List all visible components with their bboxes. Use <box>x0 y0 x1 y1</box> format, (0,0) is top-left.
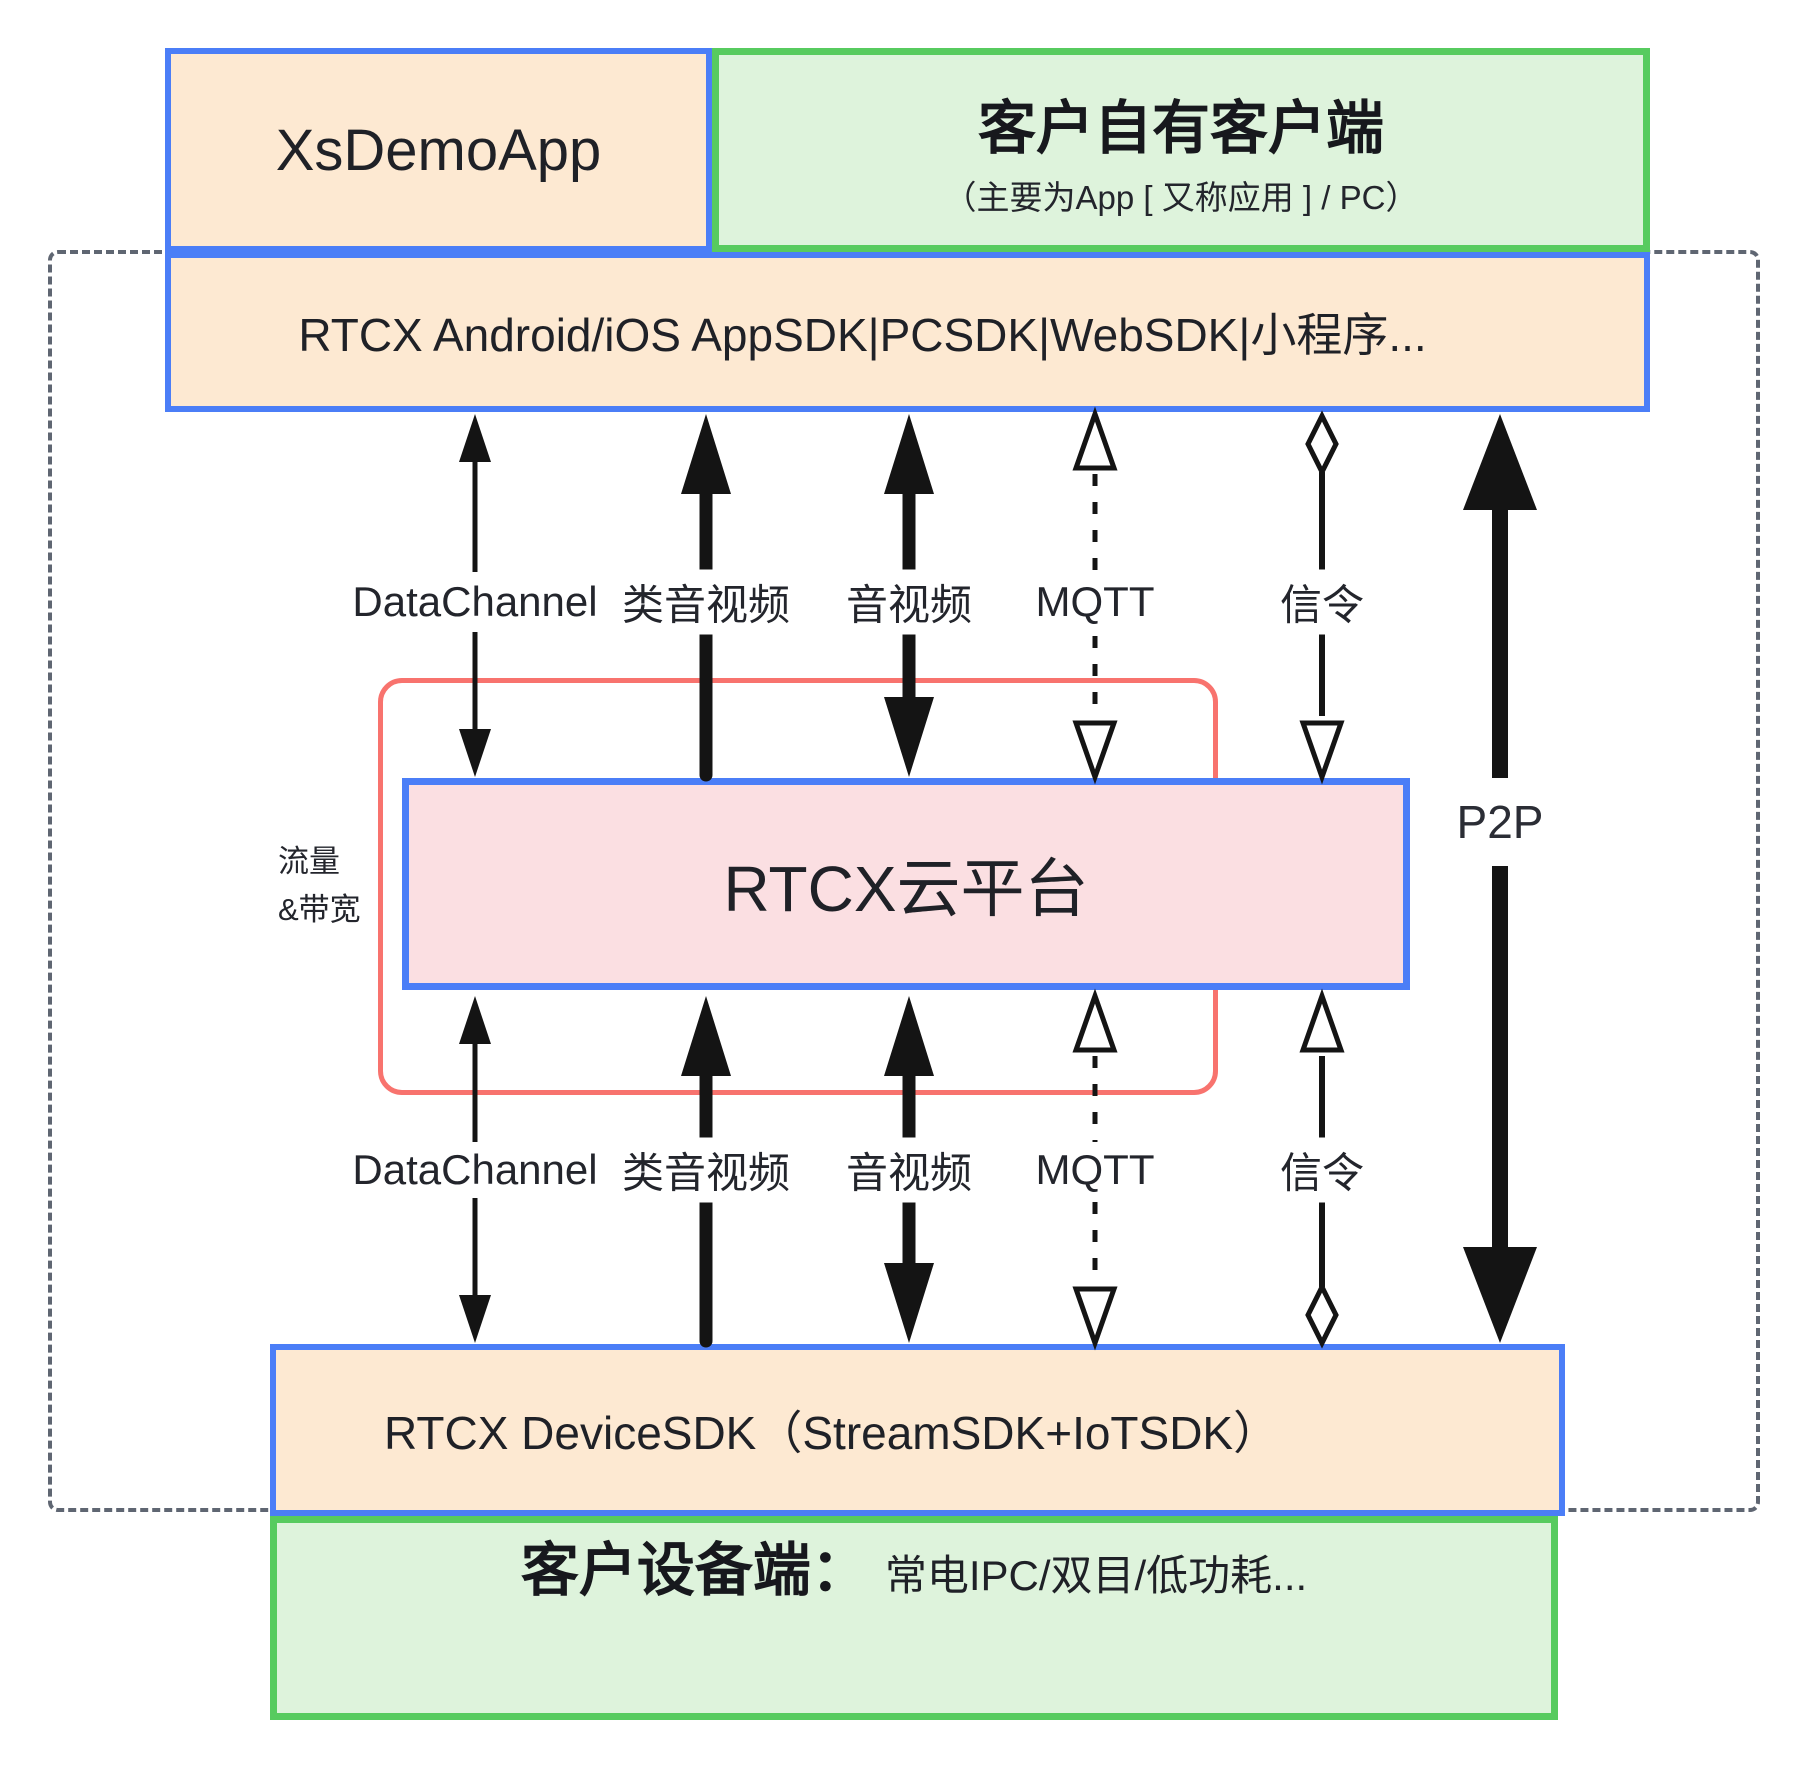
device-sdk-label: RTCX DeviceSDK（StreamSDK+IoTSDK） <box>384 1407 1280 1459</box>
cloud-platform-box: RTCX云平台 <box>402 778 1410 990</box>
arrow-signaling-top <box>1299 410 1345 785</box>
arrow-datachannel-bottom <box>459 996 491 1343</box>
arrow-av-bottom <box>884 996 934 1343</box>
arrow-p2p <box>1463 414 1537 1343</box>
channel-label-signaling-top: 信令 <box>1271 569 1373 635</box>
customer-device-box: 客户设备端： 常电IPC/双目/低功耗... <box>270 1516 1558 1720</box>
channel-label-datachannel-bottom: DataChannel <box>344 1144 606 1196</box>
arrow-quasi-av-top <box>681 414 731 782</box>
app-sdk-label: RTCX Android/iOS AppSDK|PCSDK|WebSDK|小程序… <box>298 309 1427 361</box>
traffic-note-line2: &带宽 <box>278 892 361 928</box>
channel-label-av-bottom: 音视频 <box>837 1137 981 1203</box>
cloud-platform-label: RTCX云平台 <box>723 853 1089 925</box>
arrow-mqtt-top <box>1072 406 1118 785</box>
customer-client-subtitle: （主要为App [ 又称应用 ] / PC） <box>943 179 1419 216</box>
channel-label-quasi-av-top: 类音视频 <box>613 569 799 635</box>
xsdemoapp-title: XsDemoApp <box>275 117 602 183</box>
arrow-signaling-bottom <box>1299 988 1345 1349</box>
channel-label-datachannel-top: DataChannel <box>344 576 606 628</box>
p2p-label: P2P <box>1450 793 1550 851</box>
channel-label-mqtt-top: MQTT <box>1027 576 1163 628</box>
arrow-mqtt-bottom <box>1072 988 1118 1351</box>
arrow-datachannel-top <box>459 414 491 777</box>
channel-label-quasi-av-bottom: 类音视频 <box>613 1137 799 1203</box>
customer-client-box: 客户自有客户端 （主要为App [ 又称应用 ] / PC） <box>712 48 1650 252</box>
arrow-av-top <box>884 414 934 777</box>
traffic-note-line1: 流量 <box>278 844 340 879</box>
arrow-quasi-av-bottom <box>681 996 731 1348</box>
customer-client-title: 客户自有客户端 <box>977 96 1384 161</box>
traffic-bandwidth-note: 流量 &带宽 <box>278 838 361 934</box>
customer-device-subtitle: 常电IPC/双目/低功耗... <box>884 1552 1308 1599</box>
customer-device-title: 客户设备端： <box>520 1538 869 1603</box>
channel-label-av-top: 音视频 <box>837 569 981 635</box>
app-sdk-box: RTCX Android/iOS AppSDK|PCSDK|WebSDK|小程序… <box>165 252 1650 412</box>
device-sdk-box: RTCX DeviceSDK（StreamSDK+IoTSDK） <box>270 1344 1565 1516</box>
xsdemoapp-box: XsDemoApp <box>165 48 712 252</box>
channel-label-mqtt-bottom: MQTT <box>1027 1144 1163 1196</box>
channel-label-signaling-bottom: 信令 <box>1271 1137 1373 1203</box>
